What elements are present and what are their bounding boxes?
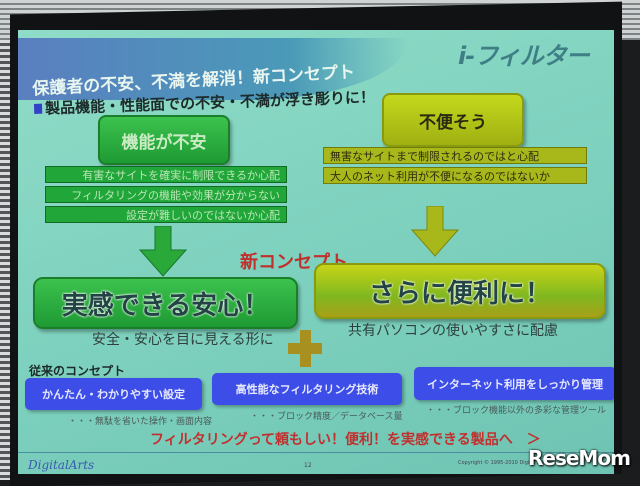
reassurance-caption: 安全・安心を目に見える形に bbox=[92, 332, 274, 348]
watermark-logo: ReseMom bbox=[528, 446, 631, 470]
solution-reassurance-box: 実感できる安心！ bbox=[33, 277, 298, 329]
concern-item: 有害なサイトを確実に制限できるか心配 bbox=[45, 166, 287, 183]
product-logo: i-フィルター bbox=[458, 42, 590, 70]
down-arrow-icon bbox=[138, 226, 188, 277]
traditional-item-internet-management: インターネット利用をしっかり管理 bbox=[414, 367, 614, 400]
traditional-note: ・・・無駄を省いた操作・画面内容 bbox=[68, 417, 213, 427]
concern-item: 無害なサイトまで制限されるのではと心配 bbox=[323, 147, 587, 164]
traditional-note: ・・・ブロック機能以外の多彩な管理ツール bbox=[426, 406, 607, 416]
tagline: フィルタリングって頼もしい！便利！を実感できる製品へ ＞ bbox=[150, 432, 541, 448]
plus-icon bbox=[288, 330, 322, 367]
concern-inconvenience-box: 不便そう bbox=[382, 93, 524, 147]
concern-item: 大人のネット利用が不便になるのではないか bbox=[323, 167, 587, 184]
solution-convenience-box: さらに便利に！ bbox=[314, 263, 606, 319]
down-arrow-icon bbox=[410, 206, 460, 257]
page-number: 12 bbox=[304, 462, 312, 469]
convenience-caption: 共有パソコンの使いやすさに配慮 bbox=[348, 323, 558, 339]
concern-item: フィルタリングの機能や効果が分からない bbox=[45, 186, 287, 203]
function-concern-list: 有害なサイトを確実に制限できるか心配 フィルタリングの機能や効果が分からない 設… bbox=[45, 166, 287, 226]
company-logo: DigitalArts bbox=[28, 458, 95, 472]
footer-divider bbox=[18, 452, 614, 453]
concern-function-box: 機能が不安 bbox=[98, 115, 230, 165]
bullet-icon bbox=[33, 103, 43, 114]
concern-item: 設定が難しいのではないか心配 bbox=[45, 206, 287, 223]
inconvenience-concern-list: 無害なサイトまで制限されるのではと心配 大人のネット利用が不便になるのではないか bbox=[323, 147, 587, 187]
traditional-item-easy-setup: かんたん・わかりやすい設定 bbox=[25, 378, 202, 410]
traditional-item-filtering-tech: 高性能なフィルタリング技術 bbox=[212, 373, 402, 405]
copyright: Copyright © 1995-2010 Digital Arts Inc. bbox=[458, 460, 558, 466]
traditional-note: ・・・ブロック精度／データベース量 bbox=[250, 412, 403, 422]
projected-slide: 保護者の不安、不満を解消！新コンセプト i-フィルター 製品機能・性能面での不安… bbox=[18, 30, 614, 474]
traditional-concept-heading: 従来のコンセプト bbox=[29, 364, 126, 378]
